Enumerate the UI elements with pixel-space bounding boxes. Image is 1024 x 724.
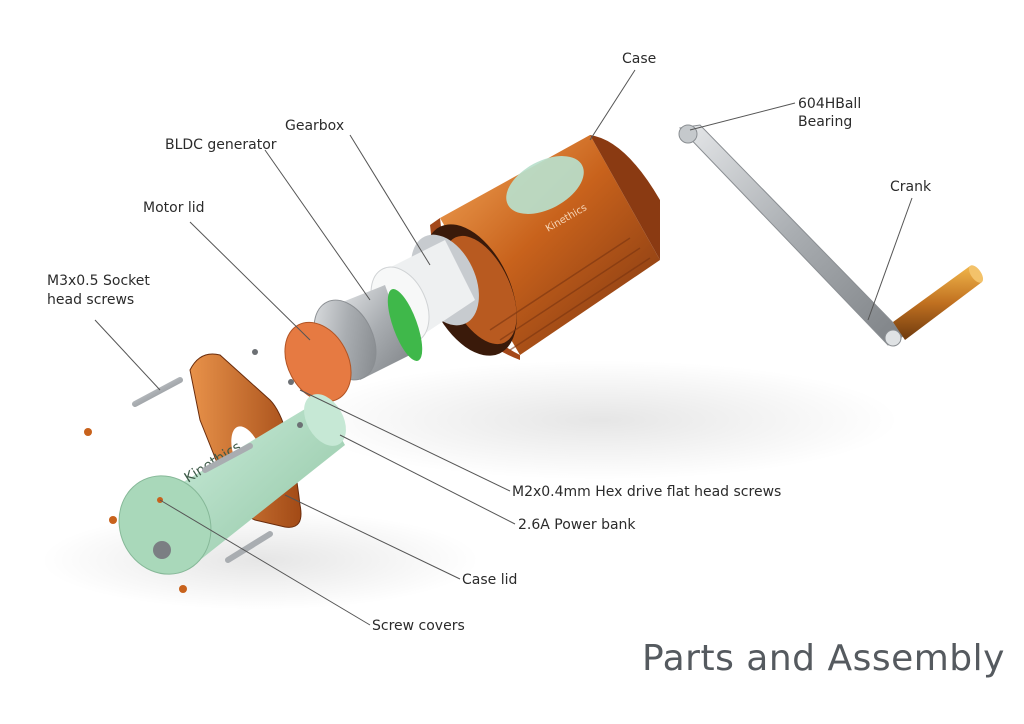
label-crank: Crank: [890, 179, 932, 195]
socket-head-screw: [132, 377, 273, 563]
label-power-bank: 2.6A Power bank: [518, 517, 636, 533]
leader-case-lid: [284, 494, 461, 580]
label-motor-lid: Motor lid: [143, 200, 205, 216]
leader-socket-screws: [94, 319, 161, 391]
motor-lid-part: [284, 321, 352, 403]
label-case-lid: Case lid: [462, 572, 518, 588]
label-bearing-line2: Bearing: [798, 114, 853, 130]
hex-drive-screw: [252, 349, 303, 428]
label-gearbox: Gearbox: [285, 118, 345, 134]
ball-bearing-part: [678, 124, 698, 144]
leader-crank: [867, 197, 913, 321]
label-socket-screws-line2: head screws: [47, 292, 135, 308]
label-bldc-generator: BLDC generator: [165, 137, 277, 153]
leader-power-bank: [339, 434, 516, 525]
leader-case: [589, 69, 636, 141]
leader-bldc: [264, 149, 371, 301]
label-screw-covers: Screw covers: [372, 618, 465, 634]
crank-handle: [893, 266, 982, 340]
page-title: Parts and Assembly: [642, 638, 1005, 679]
leader-gearbox: [349, 134, 431, 266]
leader-motor-lid: [189, 221, 311, 341]
brand-badge: [506, 156, 584, 214]
floor-shadow: [300, 360, 900, 480]
leader-hex-screws: [299, 389, 511, 492]
leader-bearing: [689, 102, 796, 131]
label-case: Case: [622, 51, 657, 67]
screw-cover: [84, 428, 187, 593]
label-hex-screws: M2x0.4mm Hex drive flat head screws: [512, 484, 782, 500]
crank-part: [678, 124, 984, 347]
label-socket-screws-line1: M3x0.5 Socket: [47, 273, 150, 289]
leader-screw-covers: [159, 499, 371, 626]
label-bearing-line1: 604HBall: [798, 96, 862, 112]
